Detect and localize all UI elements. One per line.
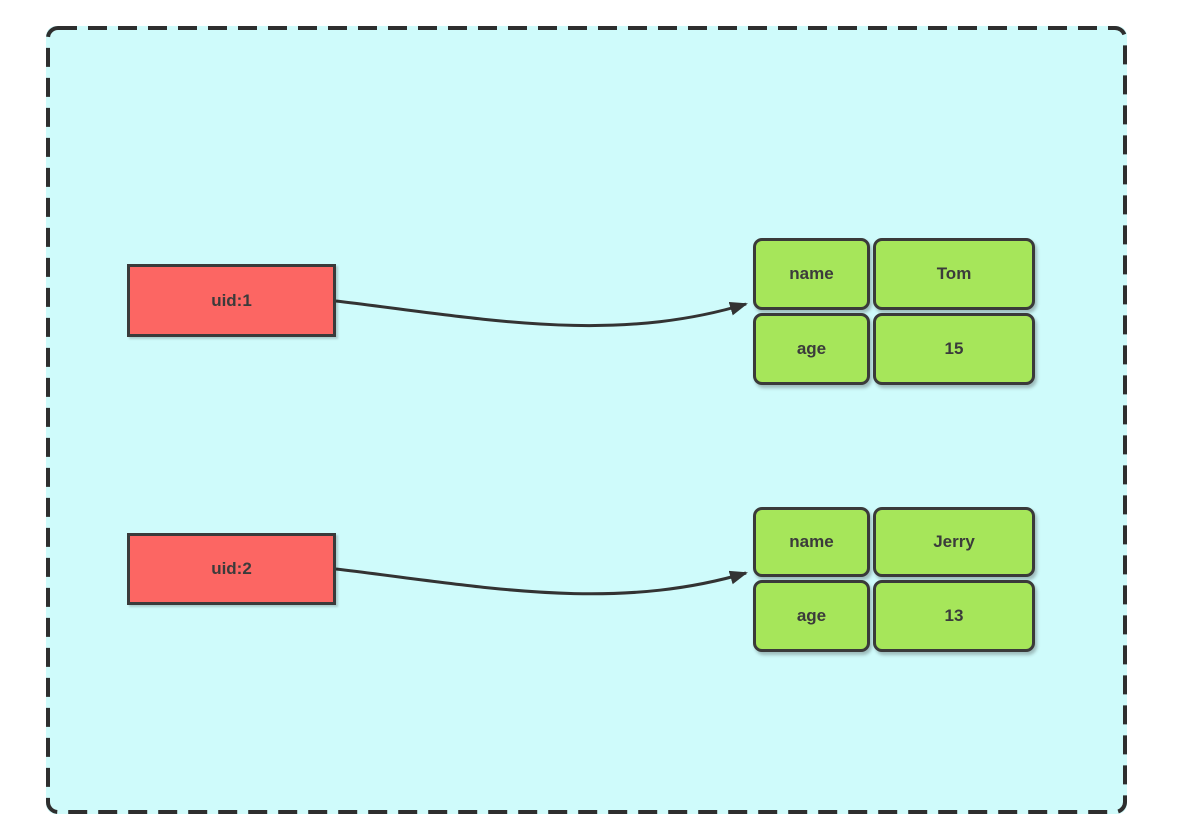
dashed-container <box>46 26 1127 814</box>
key-node-label: uid:1 <box>211 290 252 310</box>
value-cell: Tom <box>873 238 1035 310</box>
hash-table-uid2: name Jerry age 13 <box>753 507 1035 652</box>
field-cell: age <box>753 313 870 385</box>
value-cell: Jerry <box>873 507 1035 577</box>
key-node-uid1: uid:1 <box>127 264 336 337</box>
field-cell: name <box>753 238 870 310</box>
key-node-label: uid:2 <box>211 559 252 578</box>
value-cell: 13 <box>873 580 1035 652</box>
value-cell: 15 <box>873 313 1035 385</box>
key-node-uid2: uid:2 <box>127 533 336 605</box>
hash-table-uid1: name Tom age 15 <box>753 238 1035 385</box>
field-cell: name <box>753 507 870 577</box>
field-cell: age <box>753 580 870 652</box>
